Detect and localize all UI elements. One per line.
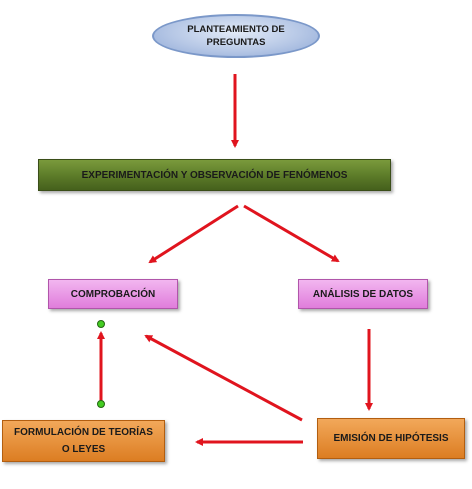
connector-handle-bottom[interactable] [97,400,105,408]
node-experimentacion-label: EXPERIMENTACIÓN Y OBSERVACIÓN DE FENÓMEN… [81,169,348,181]
node-formulacion-de-teorias: FORMULACIÓN DE TEORÍAS O LEYES [2,420,165,462]
arrow-experimentacion-to-analisis [243,204,340,263]
node-analisis-label: ANÁLISIS DE DATOS [312,288,414,300]
node-emision-label: EMISIÓN DE HIPÓTESIS [333,433,449,444]
node-emision-de-hipotesis: EMISIÓN DE HIPÓTESIS [317,418,465,459]
node-comprobacion: COMPROBACIÓN [48,279,178,309]
connector-handle-top[interactable] [97,320,105,328]
arrow-experimentacion-to-comprobacion [148,204,239,264]
arrow-emision-to-comprobacion [144,334,303,422]
node-planteamiento-label: PLANTEAMIENTO DE PREGUNTAS [187,24,285,48]
node-analisis-de-datos: ANÁLISIS DE DATOS [298,279,428,309]
node-planteamiento-de-preguntas: PLANTEAMIENTO DE PREGUNTAS [152,14,320,58]
node-formulacion-label: FORMULACIÓN DE TEORÍAS O LEYES [14,427,153,455]
node-comprobacion-label: COMPROBACIÓN [70,288,156,300]
node-experimentacion: EXPERIMENTACIÓN Y OBSERVACIÓN DE FENÓMEN… [38,159,391,191]
